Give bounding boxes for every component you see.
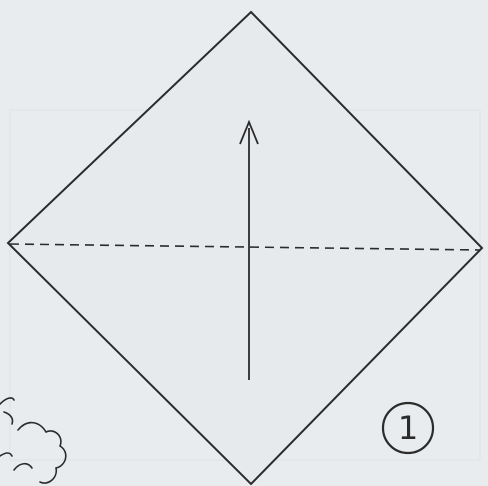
step-number-label: 1 bbox=[398, 412, 418, 444]
step-number-badge: 1 bbox=[378, 398, 438, 458]
